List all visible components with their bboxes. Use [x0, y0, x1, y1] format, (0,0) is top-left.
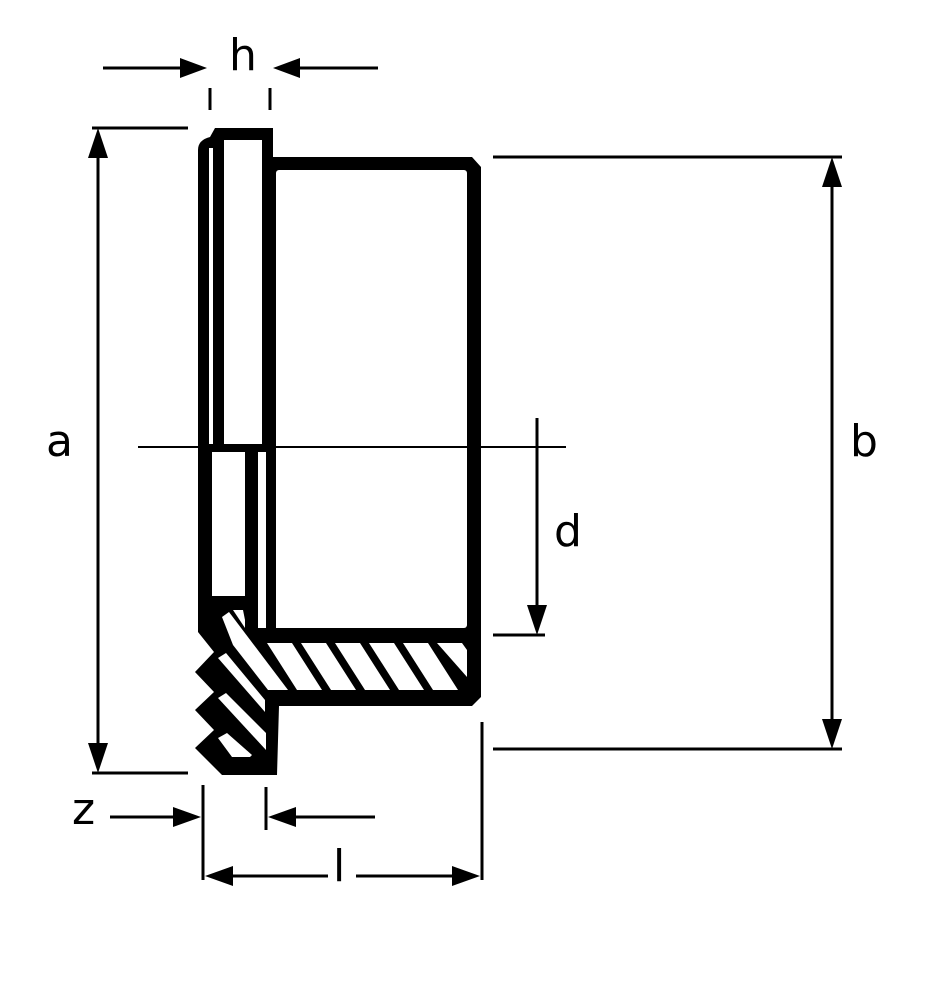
dimension-label-h: h	[229, 30, 257, 81]
dimension-label-z: z	[72, 784, 96, 835]
dimension-label-d: d	[554, 506, 582, 557]
part-body	[195, 128, 481, 775]
section-hatching	[218, 612, 467, 757]
arrow-b-top	[822, 157, 842, 187]
dimension-label-a: a	[46, 416, 73, 467]
dimension-label-b: b	[850, 416, 878, 467]
arrow-d	[527, 605, 547, 635]
arrow-z-left	[173, 807, 201, 827]
arrow-h-right	[273, 58, 300, 78]
arrow-l-left	[205, 866, 233, 886]
dimension-lines	[92, 66, 842, 880]
dimension-label-l: l	[333, 841, 346, 892]
arrow-a-bottom	[88, 743, 108, 773]
arrowheads	[88, 58, 842, 886]
arrow-z-right	[268, 807, 296, 827]
arrow-l-right	[452, 866, 480, 886]
arrow-a-top	[88, 128, 108, 158]
arrow-b-bottom	[822, 719, 842, 749]
arrow-h-left	[180, 58, 207, 78]
